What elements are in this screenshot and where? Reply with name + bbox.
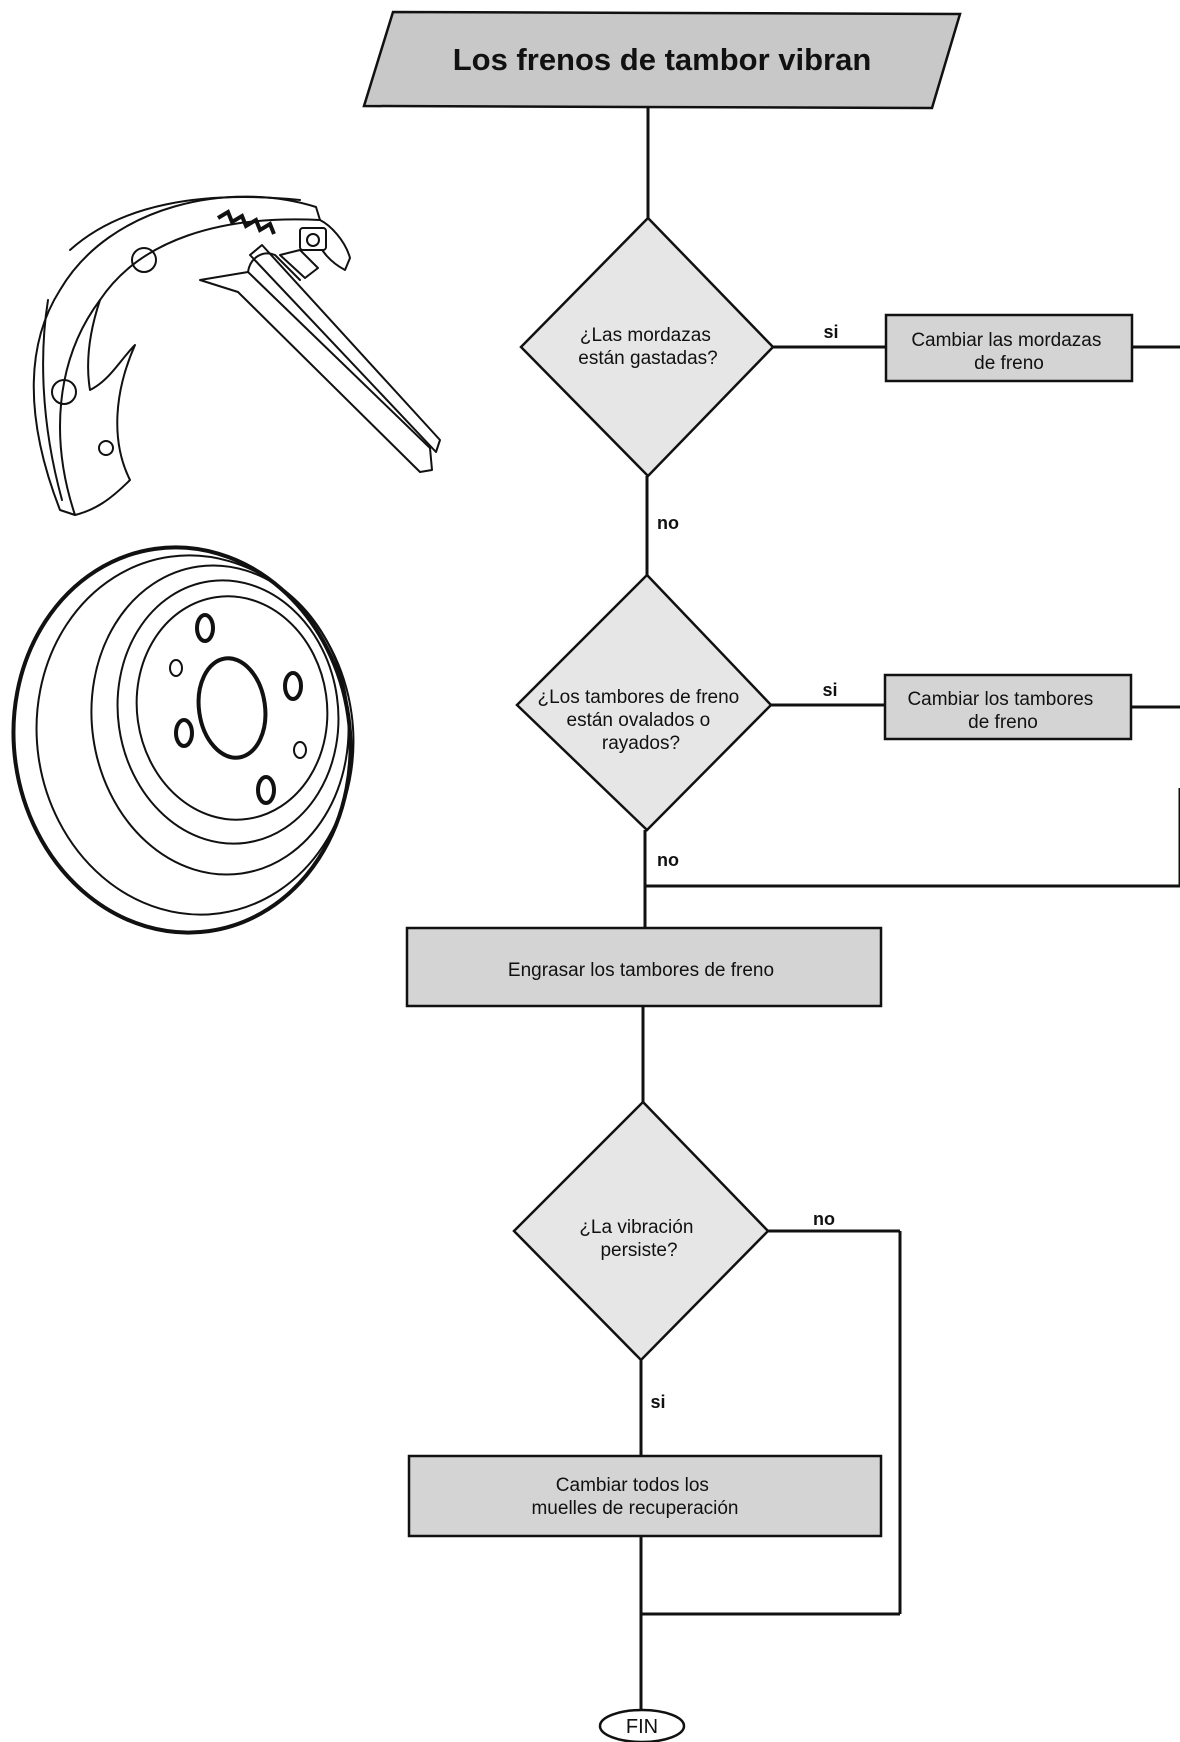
end-node: FIN bbox=[598, 1708, 686, 1742]
edge-label-q1-yes: si bbox=[823, 322, 838, 342]
decision-drums-oval-label: ¿Los tambores de freno están ovalados o … bbox=[538, 687, 745, 754]
decision-vibration-persists-label: ¿La vibración persiste? bbox=[579, 1217, 698, 1261]
edge-label-q2-yes: si bbox=[822, 680, 837, 700]
title-parallelogram bbox=[362, 10, 962, 110]
title-node: Los frenos de tambor vibran bbox=[362, 10, 962, 110]
edge-label-q1-no: no bbox=[657, 513, 679, 533]
action-grease-drums: Engrasar los tambores de freno bbox=[405, 926, 883, 1008]
decision-drums-oval: ¿Los tambores de freno están ovalados o … bbox=[515, 573, 773, 832]
action-replace-springs-label: Cambiar todos los muelles de recuperació… bbox=[531, 1475, 738, 1519]
action-replace-drums: Cambiar los tambores de freno bbox=[883, 673, 1133, 741]
action-replace-springs: Cambiar todos los muelles de recuperació… bbox=[407, 1454, 883, 1538]
action-replace-shoes: Cambiar las mordazas de freno bbox=[884, 313, 1134, 383]
brake-shoe-illustration bbox=[32, 195, 441, 516]
end-label: FIN bbox=[626, 1716, 658, 1738]
decision-vibration-persists: ¿La vibración persiste? bbox=[512, 1100, 770, 1362]
edge-label-q3-yes: si bbox=[650, 1392, 665, 1412]
action-replace-shoes-label: Cambiar las mordazas de freno bbox=[911, 330, 1106, 374]
decision-worn-shoes-label: ¿Las mordazas están gastadas? bbox=[578, 325, 717, 369]
action-grease-drums-label: Engrasar los tambores de freno bbox=[508, 960, 774, 981]
edge-label-q2-no: no bbox=[657, 850, 679, 870]
action-replace-drums-label: Cambiar los tambores de freno bbox=[907, 689, 1098, 733]
brake-drum-illustration bbox=[11, 545, 355, 935]
connectors bbox=[639, 108, 1180, 1712]
edge-label-q3-no: no bbox=[813, 1209, 835, 1229]
page-title: Los frenos de tambor vibran bbox=[453, 42, 872, 77]
decision-worn-shoes: ¿Las mordazas están gastadas? bbox=[519, 216, 775, 478]
